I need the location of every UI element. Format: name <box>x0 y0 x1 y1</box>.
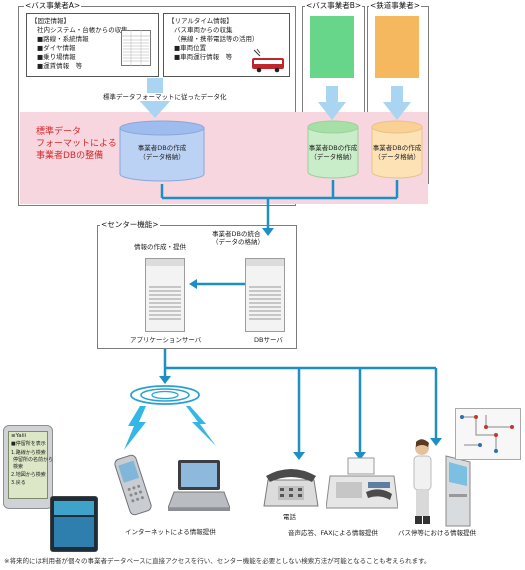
db-server-label: DBサーバ <box>254 336 283 344</box>
phone-line: 1.路線から検索 <box>11 450 46 456</box>
laptop-icon <box>168 460 230 511</box>
fixed-info-line: 社内システム・台帳からの収集 <box>37 26 128 34</box>
bus-b-database <box>307 120 359 179</box>
pda-screen <box>50 496 98 552</box>
fixed-info-title: 【固定情報】 <box>31 17 70 25</box>
bus-operator-a-group <box>18 6 296 206</box>
standard-format-band <box>20 112 428 204</box>
phone-line: 3.戻る <box>11 480 26 486</box>
realtime-info-line: ■車両位置 <box>174 44 207 52</box>
mobile-phone-screen: ≡Yaiii ■停留所を表示 1.路線から検索 停留所の名前から 検索 2.地図… <box>3 425 53 509</box>
internet-label: インターネットによる情報提供 <box>125 528 216 536</box>
timetable-illustration <box>121 30 151 66</box>
fax-label: 音声応答、FAXによる情報提供 <box>288 529 378 537</box>
rail-db-label: 事業者DBの作成（データ格納） <box>372 144 422 161</box>
person-icon <box>413 439 432 524</box>
phone-line: ■停留所を表示 <box>11 441 46 447</box>
db-server <box>245 258 285 332</box>
realtime-info-line: （無線・携帯電話等の活用） <box>174 35 259 43</box>
footnote: ※将来的には利用者が個々の事業者データベースに直接アクセスを行い、センター機能を… <box>4 557 431 565</box>
bus-operator-b-header: <バス事業者B> <box>305 1 363 10</box>
bus-a-db-label: 事業者DBの作成（データ格納） <box>137 144 187 161</box>
realtime-info-line: ■車両運行情報 等 <box>174 53 233 61</box>
realtime-info-title: 【リアルタイム情報】 <box>168 17 233 25</box>
create-provide-label: 情報の作成・提供 <box>134 243 186 251</box>
standardize-label: 標準データフォーマットに従ったデータ化 <box>103 93 227 101</box>
realtime-info-box: 【リアルタイム情報】 バス車両からの収集 （無線・携帯電話等の活用） ■車両位置… <box>163 13 290 77</box>
bus-operator-a-header: <バス事業者A> <box>24 1 82 10</box>
center-header: <センター機能> <box>100 220 160 229</box>
phone-line: 停留所の名前から <box>13 457 54 463</box>
route-map-panel <box>455 408 521 460</box>
bus-stop-label: バス停等における情報提供 <box>398 529 476 537</box>
cell-phone-icon <box>114 454 152 516</box>
db-connection-lines <box>160 180 399 236</box>
bus-b-arrow <box>318 86 346 120</box>
rail-database <box>371 120 423 179</box>
bus-b-db-label: 事業者DBの作成（データ格納） <box>308 144 358 161</box>
distribution-lines <box>159 279 442 460</box>
application-server <box>145 258 185 332</box>
integrate-label-2: （データの格納） <box>212 238 264 246</box>
telephone-icon <box>263 469 319 507</box>
phone-header: ≡Yaiii <box>11 433 27 439</box>
app-server-label: アプリケーションサーバ <box>130 336 202 344</box>
bus-icon <box>252 48 284 73</box>
wireless-icon <box>124 385 216 450</box>
bus-a-database <box>119 120 205 182</box>
telephone-label: 電話 <box>283 513 296 521</box>
fixed-info-line: ■乗り場情報 <box>37 53 76 61</box>
kiosk-icon <box>445 455 471 527</box>
rail-operator-header: <鉄道事業者> <box>369 1 422 10</box>
realtime-info-line: バス車両からの収集 <box>174 26 233 34</box>
fixed-info-box: 【固定情報】 社内システム・台帳からの収集 ■路線・系統情報 ■ダイヤ情報 ■乗… <box>26 13 159 77</box>
phone-line: 2.地図から検索 <box>11 472 46 478</box>
rail-source-data <box>375 16 419 78</box>
standard-format-label: 標準データ フォーマットによる 事業者DBの整備 <box>36 127 117 161</box>
phone-line: 検索 <box>13 464 24 470</box>
center-group <box>97 225 297 349</box>
integrate-label-1: 事業者DBの統合 <box>212 230 261 238</box>
fixed-info-line: ■ダイヤ情報 <box>37 44 76 52</box>
bus-b-source-data <box>310 16 354 78</box>
rail-arrow <box>383 86 411 120</box>
fixed-info-line: ■運賃情報 等 <box>37 62 83 70</box>
fixed-info-line: ■路線・系統情報 <box>37 35 89 43</box>
fax-icon <box>326 457 398 509</box>
